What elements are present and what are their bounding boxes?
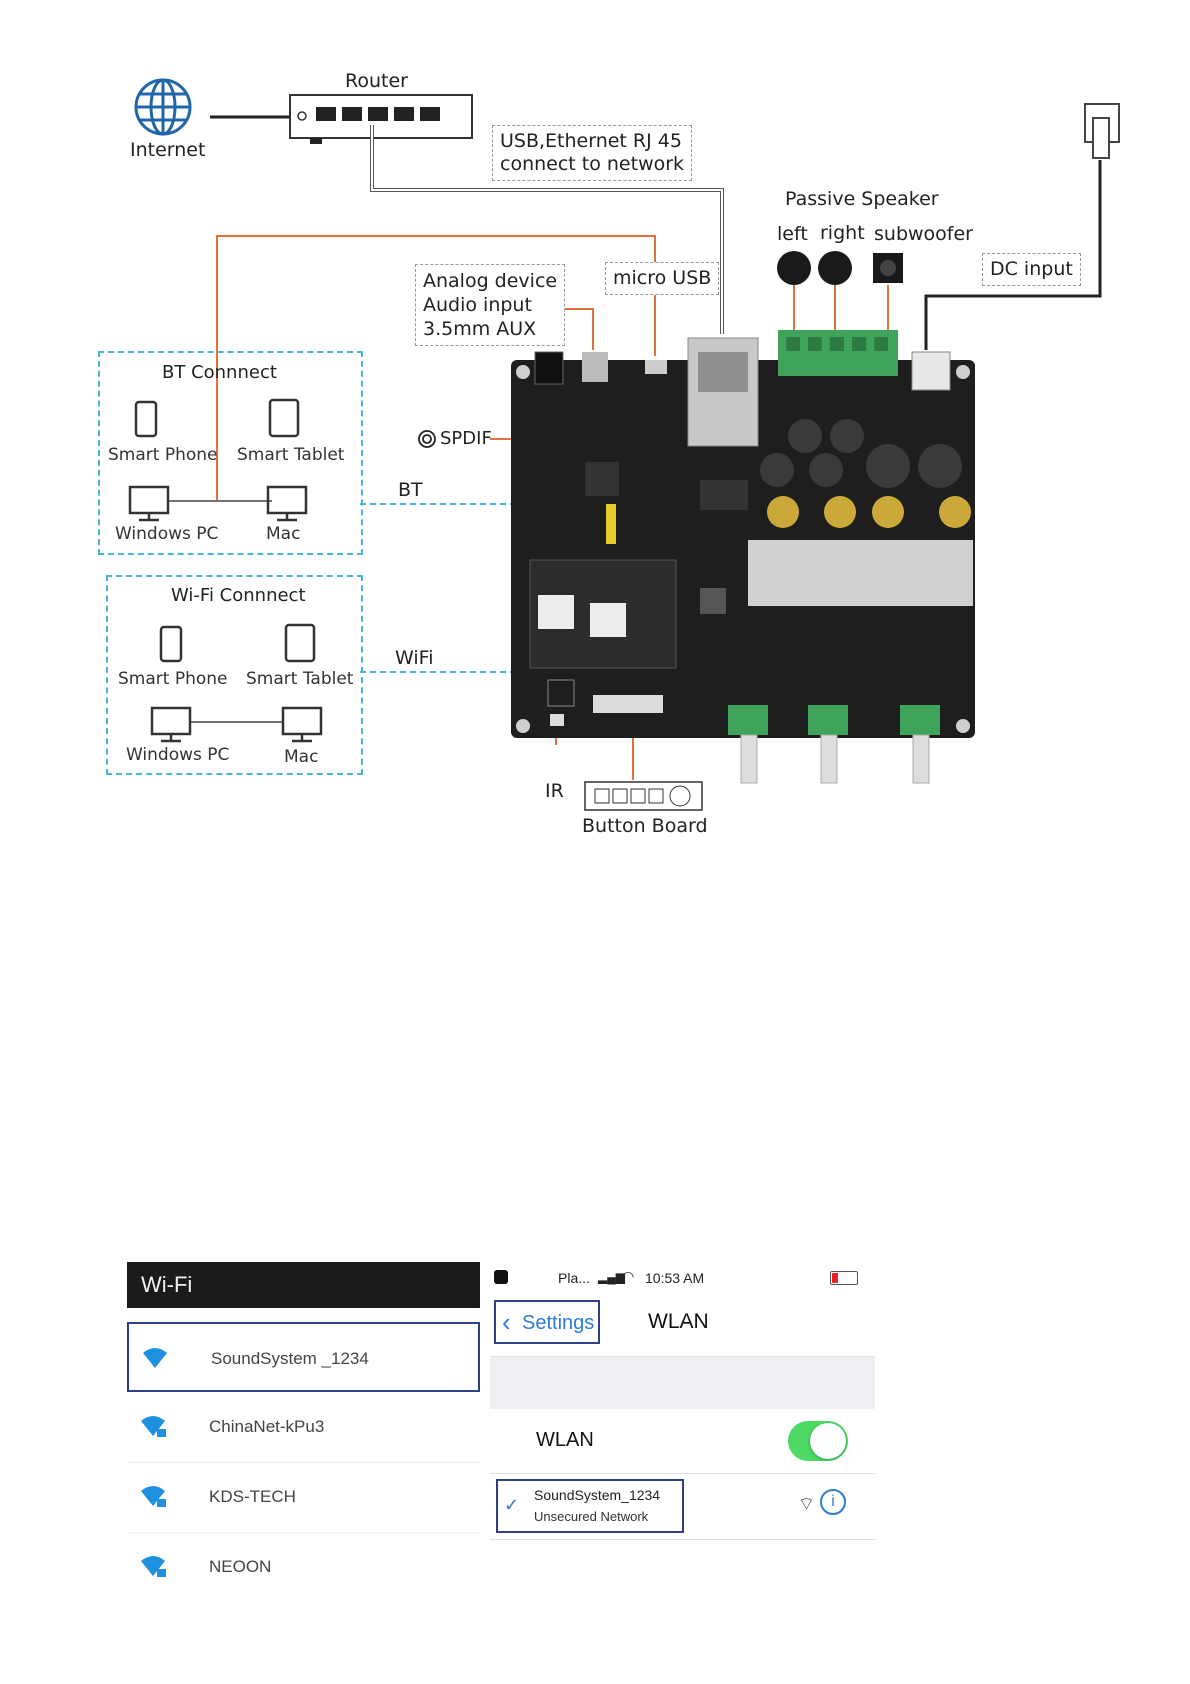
spdif-icon [418, 430, 436, 448]
left-speaker-icon [777, 251, 811, 285]
wlan-row-label: WLAN [536, 1429, 594, 1451]
note-line: USB,Ethernet RJ 45 [500, 130, 682, 152]
wifi-group-title: Wi-Fi Connnect [171, 585, 306, 606]
bt-windows-pc-label: Windows PC [115, 524, 219, 544]
ios-wlan-screen: Pla... ▂▄▆ ◠ 10:53 AM ‹ Settings WLAN WL… [490, 1262, 875, 1547]
micro-usb-line [216, 235, 656, 500]
wlan-toggle[interactable] [788, 1421, 848, 1461]
note-line: Analog device [423, 270, 558, 292]
globe-icon [134, 78, 192, 136]
button-board-label: Button Board [582, 815, 708, 837]
diagram-lines [128, 78, 1120, 811]
ir-label: IR [545, 780, 564, 802]
back-button[interactable]: ‹ Settings [494, 1300, 600, 1344]
speaker-left-label: left [777, 223, 808, 245]
bt-connect-group [98, 351, 363, 555]
windows-pc-icon [128, 485, 170, 522]
network-highlight: ✓ SoundSystem_1234 Unsecured Network [496, 1479, 684, 1533]
analog-note: Analog device Audio input 3.5mm AUX [415, 264, 566, 346]
smart-phone-icon [134, 400, 158, 438]
toggle-knob [810, 1423, 846, 1459]
mac-icon [281, 706, 323, 743]
wifi-icon [143, 1348, 167, 1368]
bt-group-title: BT Connnect [162, 362, 277, 383]
chevron-left-icon: ‹ [502, 1307, 511, 1337]
network-item[interactable]: ChinaNet-kPu3 [127, 1392, 480, 1463]
connected-network-row[interactable]: ✓ SoundSystem_1234 Unsecured Network ⌔ i [490, 1473, 875, 1540]
subwoofer-icon [873, 253, 903, 283]
wifi-windows-pc-label: Windows PC [126, 745, 230, 765]
wifi-lock-icon [141, 1486, 166, 1507]
bt-mac-label: Mac [266, 524, 301, 544]
internet-label: Internet [130, 139, 206, 161]
bt-smart-tablet-label: Smart Tablet [237, 445, 345, 465]
network-name: NEOON [209, 1557, 272, 1576]
network-item[interactable]: KDS-TECH [127, 1462, 480, 1533]
power-plug-icon [1084, 103, 1120, 159]
dc-input-label: DC input [982, 253, 1081, 286]
right-speaker-icon [818, 251, 852, 285]
info-icon[interactable]: i [820, 1489, 846, 1515]
micro-usb-label: micro USB [605, 262, 720, 295]
network-sub: Unsecured Network [534, 1509, 649, 1524]
checkmark-icon: ✓ [504, 1495, 520, 1515]
wifi-lock-icon [141, 1556, 166, 1577]
smart-phone-icon [159, 625, 183, 663]
signal-icon: ▂▄▆ [598, 1270, 625, 1284]
note-line: Audio input [423, 294, 532, 316]
network-name: SoundSystem _1234 [211, 1349, 369, 1368]
wifi-connect-group [106, 575, 363, 775]
router-label: Router [345, 70, 408, 92]
status-bar: Pla... ▂▄▆ ◠ 10:53 AM [490, 1262, 875, 1294]
smart-tablet-icon [268, 398, 300, 438]
network-item-selected[interactable]: SoundSystem _1234 [127, 1322, 480, 1392]
wifi-mac-label: Mac [284, 747, 319, 767]
wifi-smart-phone-label: Smart Phone [118, 669, 228, 689]
speaker-right-label: right [820, 222, 865, 244]
wifi-signal-icon: ⌔ [798, 1494, 815, 1514]
android-wifi-screen: Wi-Fi SoundSystem _1234 ChinaNet-kPu3 KD… [127, 1262, 480, 1612]
usb-ethernet-note: USB,Ethernet RJ 45 connect to network [492, 125, 693, 181]
connection-diagram: Internet Router USB,Ethernet RJ 45 conne… [98, 70, 1120, 837]
button-board-icon [584, 781, 703, 811]
note-line: 3.5mm AUX [423, 318, 537, 340]
router-icon [289, 94, 473, 144]
bt-line-label: BT [398, 479, 423, 501]
carrier-label: Pla... [558, 1270, 590, 1286]
spdif-label: SPDIF [440, 428, 492, 449]
back-label: Settings [522, 1312, 595, 1334]
smart-tablet-icon [284, 623, 316, 663]
network-name: SoundSystem_1234 [534, 1487, 661, 1503]
windows-pc-icon [150, 706, 192, 743]
network-item[interactable]: NEOON [127, 1532, 480, 1602]
back-app-icon [494, 1270, 508, 1284]
nav-bar: ‹ Settings WLAN [490, 1294, 875, 1357]
section-spacer [490, 1357, 875, 1409]
speaker-sub-label: subwoofer [874, 223, 973, 245]
wifi-smart-tablet-label: Smart Tablet [246, 669, 354, 689]
android-wifi-title: Wi-Fi [127, 1262, 480, 1308]
mac-icon [266, 485, 308, 522]
amplifier-board [511, 330, 975, 784]
network-name: KDS-TECH [209, 1487, 296, 1506]
status-time: 10:53 AM [645, 1270, 705, 1286]
network-name: ChinaNet-kPu3 [209, 1417, 325, 1436]
nav-title: WLAN [648, 1310, 709, 1333]
note-line: connect to network [500, 153, 685, 175]
wlan-toggle-row: WLAN [490, 1409, 875, 1474]
wifi-lock-icon [141, 1416, 166, 1437]
wifi-line-label: WiFi [395, 647, 434, 669]
bt-smart-phone-label: Smart Phone [108, 445, 218, 465]
battery-icon [830, 1271, 858, 1285]
wifi-status-icon: ◠ [622, 1268, 635, 1284]
passive-speaker-label: Passive Speaker [785, 188, 939, 210]
